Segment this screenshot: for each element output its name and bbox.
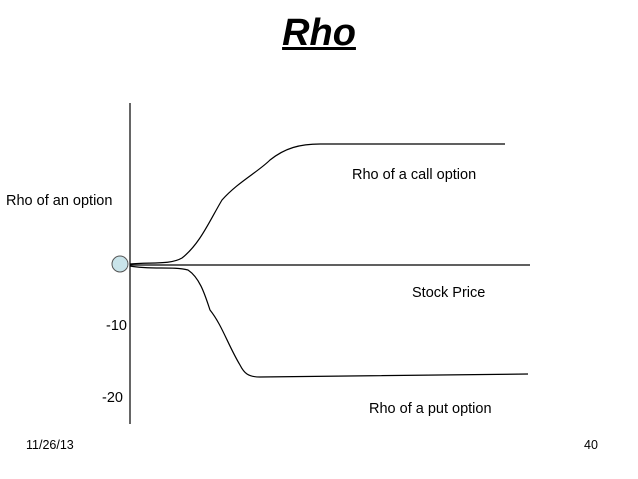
x-axis-label: Stock Price [412, 285, 486, 301]
put-curve-label: Rho of a put option [369, 401, 492, 417]
call-rho-curve [129, 143, 505, 265]
y-tick-minus-10: -10 [106, 318, 127, 334]
slide-page-number: 40 [584, 438, 598, 452]
slide-date: 11/26/13 [26, 438, 74, 452]
y-tick-minus-20: -20 [102, 390, 123, 406]
y-axis-label: Rho of an option [6, 193, 113, 209]
slide-title: Rho [282, 12, 356, 54]
call-curve-label: Rho of a call option [352, 167, 477, 183]
put-rho-curve [129, 265, 529, 378]
origin-marker [111, 255, 129, 273]
